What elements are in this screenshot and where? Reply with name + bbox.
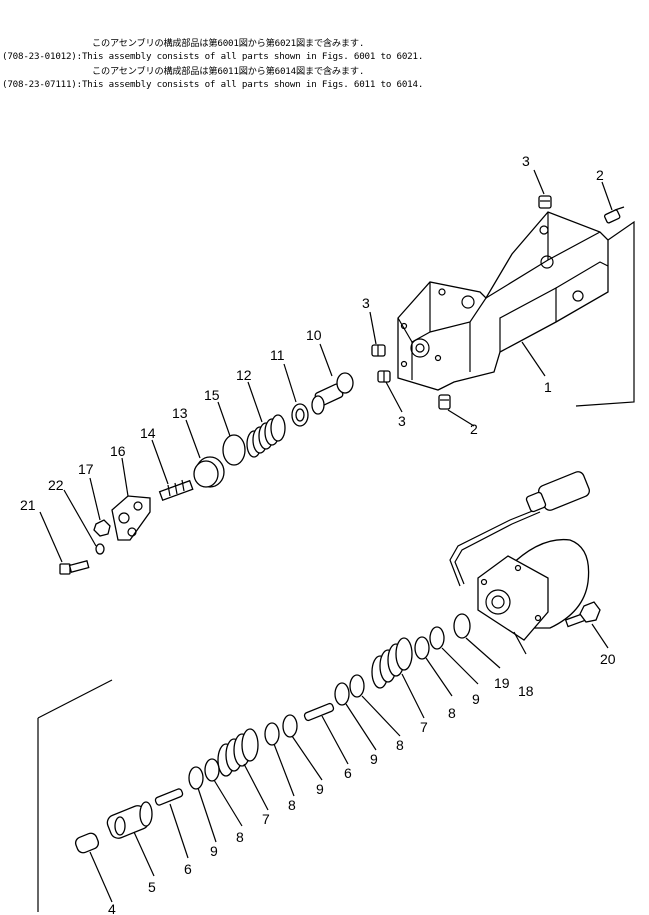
callout-8-a: 8 <box>236 829 244 845</box>
callout-labels: 1 2 2 3 3 3 4 5 6 6 7 7 7 8 8 8 8 9 9 9 … <box>20 153 616 915</box>
plug-part-3-low <box>377 370 391 383</box>
callout-16: 16 <box>110 443 126 459</box>
callout-5: 5 <box>148 879 156 895</box>
o-ring-part-9-c <box>282 714 298 738</box>
collar-part-11 <box>291 403 309 427</box>
o-ring-part-19 <box>453 613 471 639</box>
callout-18: 18 <box>518 683 534 699</box>
bolt-part-20 <box>564 601 601 628</box>
callout-8-b: 8 <box>288 797 296 813</box>
body-part-5 <box>106 801 153 839</box>
callout-13: 13 <box>172 405 188 421</box>
sleeve-part-7-b <box>217 728 259 777</box>
spring-part-12 <box>246 414 286 458</box>
assembly-boundary-line <box>575 220 635 407</box>
leader-lines <box>39 169 613 903</box>
callout-2-bottom: 2 <box>470 421 478 437</box>
o-ring-part-9-b <box>334 682 350 706</box>
callout-3-low: 3 <box>398 413 406 429</box>
callout-3-top: 3 <box>522 153 530 169</box>
callout-20: 20 <box>600 651 616 667</box>
o-ring-part-8-d <box>204 758 220 782</box>
callout-3-mid: 3 <box>362 295 370 311</box>
callout-1: 1 <box>544 379 552 395</box>
callout-11: 11 <box>270 347 285 363</box>
callout-12: 12 <box>236 367 252 383</box>
callout-15: 15 <box>204 387 220 403</box>
header-line-2: (708-23-01012):This assembly consists of… <box>2 51 424 62</box>
pin-part-6-b <box>154 788 184 806</box>
callout-19: 19 <box>494 675 510 691</box>
plug-part-2-top <box>603 206 625 224</box>
callout-2-top: 2 <box>596 167 604 183</box>
solenoid-part-18 <box>449 507 590 641</box>
callout-14: 14 <box>140 425 156 441</box>
callout-8-c: 8 <box>396 737 404 753</box>
washer-part-22 <box>95 543 105 555</box>
o-ring-part-8-c <box>264 722 280 746</box>
callout-7-lower: 7 <box>262 811 270 827</box>
o-ring-part-9-a <box>429 626 445 650</box>
callout-21: 21 <box>20 497 36 513</box>
sleeve-part-7-a <box>371 637 413 689</box>
callout-10: 10 <box>306 327 322 343</box>
callout-9-c: 9 <box>370 751 378 767</box>
plug-part-2-bottom <box>438 394 451 410</box>
header-line-4: (708-23-07111):This assembly consists of… <box>2 79 424 90</box>
plug-part-3-top <box>538 195 552 209</box>
o-ring-part-8-a <box>414 636 430 660</box>
plug-part-4 <box>74 832 100 854</box>
callout-8-d: 8 <box>448 705 456 721</box>
callout-9-a: 9 <box>210 843 218 859</box>
callout-6-upper: 6 <box>344 765 352 781</box>
nut-part-17 <box>93 519 111 537</box>
bolt-part-21 <box>59 559 90 575</box>
cap-part-13 <box>193 456 225 488</box>
callout-6-lower: 6 <box>184 861 192 877</box>
o-ring-part-15 <box>222 434 246 466</box>
o-ring-part-8-b <box>349 674 365 698</box>
stud-part-14 <box>158 479 194 502</box>
callout-17: 17 <box>78 461 94 477</box>
callout-9-b: 9 <box>316 781 324 797</box>
callout-22: 22 <box>48 477 64 493</box>
valve-body-part <box>397 211 609 391</box>
header-line-1: このアセンブリの構成部品は第6001図から第6021図まで含みます. <box>92 38 365 49</box>
pin-part-6-a <box>303 702 335 722</box>
spool-part-10 <box>311 372 354 415</box>
callout-9-d: 9 <box>472 691 480 707</box>
callout-4: 4 <box>108 901 116 915</box>
header-line-3: このアセンブリの構成部品は第6011図から第6014図まで含みます. <box>92 66 365 77</box>
callout-7-mid: 7 <box>420 719 428 735</box>
plate-part-16 <box>111 495 151 541</box>
connector-plug <box>525 471 590 513</box>
o-ring-part-9-d <box>188 766 204 790</box>
plug-part-3-mid <box>371 344 386 357</box>
lower-boundary-line-a <box>37 679 113 719</box>
